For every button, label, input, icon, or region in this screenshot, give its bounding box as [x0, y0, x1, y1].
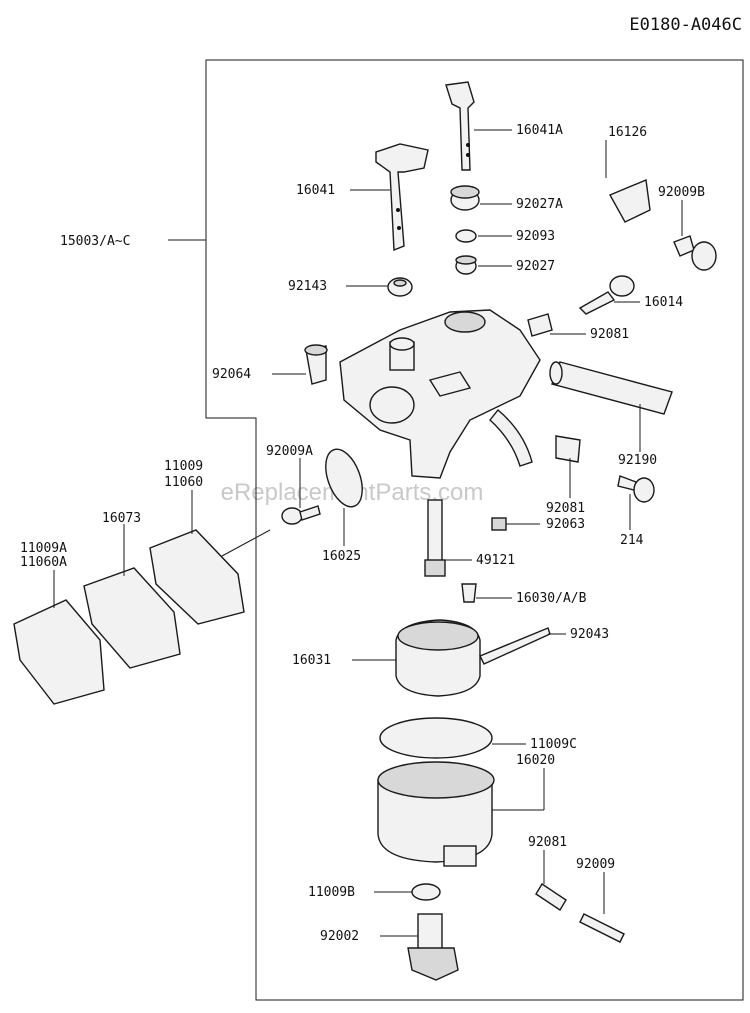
- seal-part: [450, 185, 480, 211]
- bowl-screw-2-part: [579, 913, 625, 943]
- oring-part: [455, 229, 477, 243]
- part-label: 11009B: [308, 885, 355, 900]
- screw-214-part: [617, 475, 655, 503]
- screw-part: [673, 235, 717, 271]
- part-label: 16126: [608, 125, 647, 140]
- choke-shaft-part: [375, 143, 429, 252]
- washer-part: [411, 883, 441, 901]
- choke-plate-part: [609, 179, 651, 223]
- part-label: 16041: [296, 183, 335, 198]
- part-label: 92093: [516, 229, 555, 244]
- leader-lines: [53, 129, 683, 937]
- part-label: 92064: [212, 367, 251, 382]
- part-label: 16031: [292, 653, 331, 668]
- part-label: 16073: [102, 511, 141, 526]
- gasket-part: [149, 529, 245, 625]
- part-label: 16020: [516, 753, 555, 768]
- float-part: [395, 619, 551, 697]
- part-label: 92081: [528, 835, 567, 850]
- part-label: 11060A: [20, 555, 67, 570]
- gasket-a-part: [13, 599, 105, 705]
- part-label: 92009A: [266, 444, 313, 459]
- spring-lower-part: [555, 435, 581, 463]
- part-labels: 16041A 16126 16041 92027A 92009B 92093 9…: [20, 123, 705, 944]
- seal-small-part: [455, 255, 477, 275]
- part-label: 16041A: [516, 123, 563, 138]
- part-label: 92081: [590, 327, 629, 342]
- diagram-code: E0180-A046C: [629, 15, 742, 35]
- screw-a-part: [281, 505, 321, 525]
- part-label: 92027: [516, 259, 555, 274]
- part-label: 16014: [644, 295, 683, 310]
- part-label: 214: [620, 533, 644, 548]
- float-bowl-part: [377, 717, 495, 867]
- part-label: 92081: [546, 501, 585, 516]
- part-label: 16030/A/B: [516, 591, 587, 606]
- part-label: 11060: [164, 475, 203, 490]
- fitting-part: [304, 344, 328, 385]
- assembly-frame: [205, 59, 744, 1001]
- part-label: 92009B: [658, 185, 705, 200]
- part-label: 11009C: [530, 737, 577, 752]
- part-label: 92002: [320, 929, 359, 944]
- part-label: 92190: [618, 453, 657, 468]
- pilot-screw-part: [578, 275, 635, 315]
- part-label: 92043: [570, 627, 609, 642]
- plug-part: [491, 517, 507, 531]
- part-label: 92027A: [516, 197, 563, 212]
- part-label: 92143: [288, 279, 327, 294]
- part-label: 11009: [164, 459, 203, 474]
- float-needle-part: [461, 583, 477, 603]
- spring-part: [527, 313, 553, 337]
- part-label: 49121: [476, 553, 515, 568]
- throttle-plate-part: [325, 448, 363, 508]
- main-jet-part: [424, 499, 446, 577]
- drain-bolt-part: [407, 913, 459, 981]
- collar-part: [387, 277, 413, 297]
- carburetor-body-part: [339, 309, 541, 479]
- part-label: 92009: [576, 857, 615, 872]
- part-label: 11009A: [20, 541, 67, 556]
- insulator-part: [83, 567, 181, 669]
- assembly-label: 15003/A~C: [60, 234, 130, 249]
- throttle-shaft-part: [445, 81, 475, 171]
- tube-part: [549, 361, 673, 415]
- bowl-screw-part: [535, 883, 567, 911]
- part-label: 16025: [322, 549, 361, 564]
- part-label: 92063: [546, 517, 585, 532]
- gasket-guide-line: [221, 529, 271, 557]
